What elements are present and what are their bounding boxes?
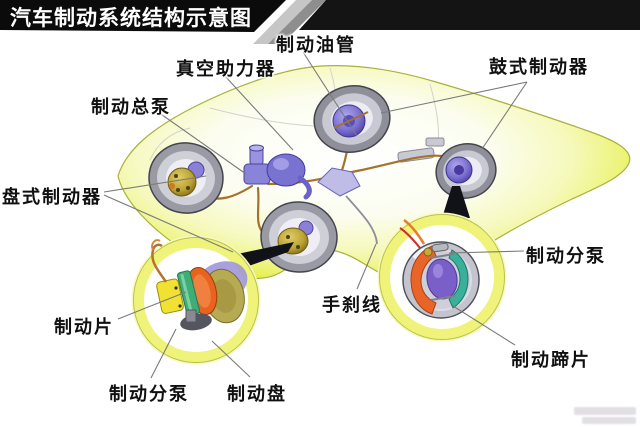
header-stripe-light (253, 0, 312, 44)
wheel-cylinder-part (431, 242, 449, 253)
label-wheel-cylinder-front: 制动分泵 (109, 384, 189, 404)
watermark (574, 405, 636, 424)
header-bar (0, 0, 640, 44)
pedal-assembly (317, 167, 361, 197)
label-brake-disc: 制动盘 (227, 384, 287, 404)
wheel-front-left (148, 142, 224, 214)
master-cylinder-assembly (243, 144, 361, 200)
label-disc-brake: 盘式制动器 (2, 187, 102, 207)
wheel-rear-left (313, 85, 391, 153)
leader-lines (103, 51, 528, 379)
page-title: 汽车制动系统结构示意图 (10, 7, 252, 30)
brake-pad-part (177, 270, 201, 316)
disc-hub (167, 167, 197, 197)
label-brake-master-cylinder: 制动总泵 (91, 97, 171, 117)
label-brake-pad: 制动片 (54, 317, 114, 337)
magnifier-drum-brake (377, 212, 507, 342)
label-drum-brake: 鼓式制动器 (489, 57, 589, 77)
label-brake-shoe: 制动蹄片 (511, 350, 591, 370)
vacuum-booster-unit (266, 153, 306, 187)
master-cylinder (243, 163, 271, 185)
handbrake-cable-line (345, 195, 378, 245)
label-brake-oil-pipe: 制动油管 (276, 35, 356, 55)
magnifier-wedge-rear (442, 186, 470, 218)
label-handbrake-cable: 手刹线 (322, 295, 382, 315)
header-stripe-dark (268, 0, 326, 44)
wheel-rear-right (435, 143, 497, 199)
brake-shoe-part (410, 245, 437, 315)
axle-parts (397, 137, 445, 163)
magnifier-disc-brake (131, 235, 261, 365)
label-wheel-cylinder-rear: 制动分泵 (526, 246, 606, 266)
label-vacuum-booster: 真空助力器 (176, 59, 276, 79)
